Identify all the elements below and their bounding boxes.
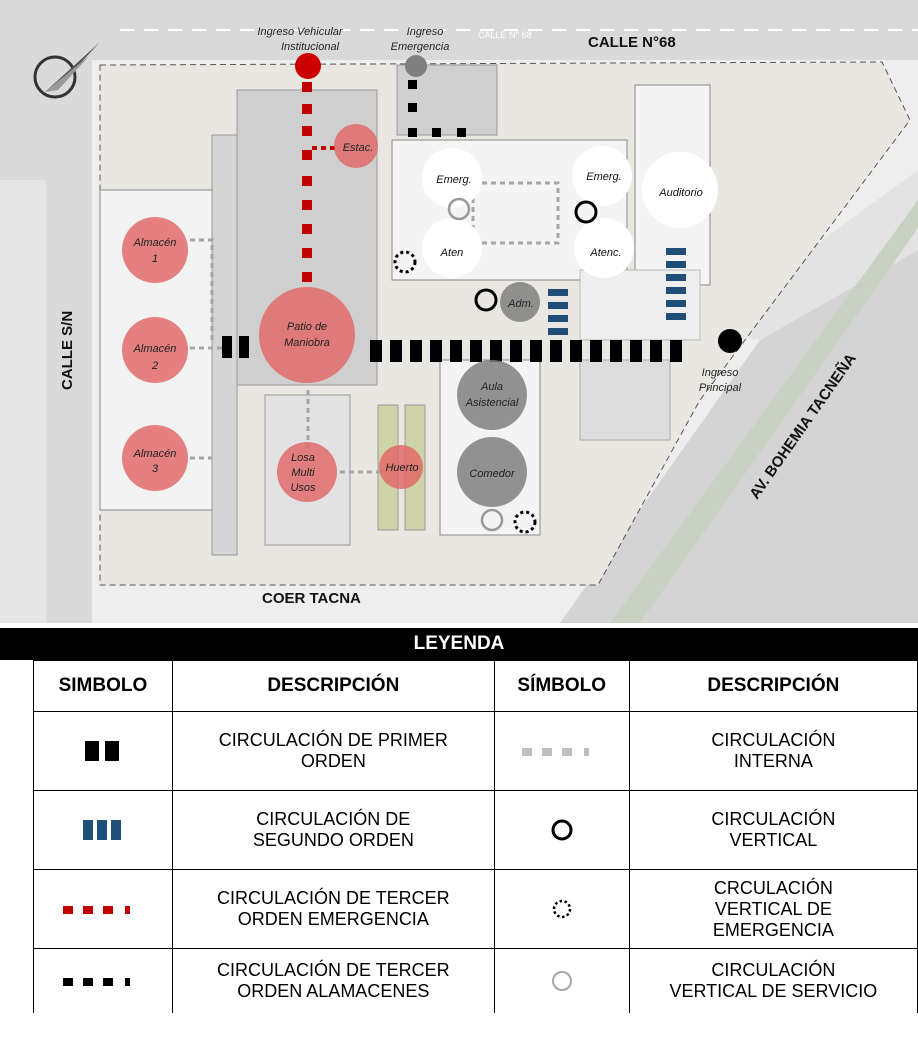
legend-desc: VERTICAL xyxy=(729,830,818,850)
legend-desc: CIRCULACIÓN DE TERCER xyxy=(216,888,450,908)
legend-desc: ORDEN xyxy=(300,751,366,771)
street-top-label: CALLE N°68 xyxy=(588,34,676,51)
internal-dashed-icon xyxy=(521,747,589,756)
vehicular-entry-marker xyxy=(295,53,321,79)
compass-icon xyxy=(33,42,100,99)
street-bottom-label: COER TACNA xyxy=(262,590,361,607)
main-entry-label-2: Principal xyxy=(699,382,742,394)
vehicular-entry-label-1: Ingreso Vehicular xyxy=(257,26,344,38)
vehicular-entry-label-2: Institucional xyxy=(281,41,340,53)
third-order-storage-icon xyxy=(62,977,130,986)
legend-header-description: DESCRIPCIÓN xyxy=(628,660,918,712)
legend-title: LEYENDA xyxy=(0,628,918,660)
estac-label: Estac. xyxy=(343,142,374,154)
emergency-circulation-icon xyxy=(513,510,537,534)
huerto-zone xyxy=(379,445,423,489)
internal-path-almacen1 xyxy=(190,238,214,340)
legend-desc: CRCULACIÓN xyxy=(713,877,833,898)
emergency-entry-label-1: Ingreso xyxy=(407,26,444,38)
legend: LEYENDA SIMBOLO DESCRIPCIÓN SÍMBOLO DESC… xyxy=(0,623,918,1041)
legend-header-symbol: SÍMBOLO xyxy=(493,660,630,712)
patio-label-1: Patio de xyxy=(287,321,327,333)
aula-zone xyxy=(457,360,527,430)
legend-table: SIMBOLO DESCRIPCIÓN SÍMBOLO DESCRIPCIÓN … xyxy=(33,660,918,1013)
main-entry-marker xyxy=(718,329,742,353)
legend-header-symbol: SIMBOLO xyxy=(33,660,173,712)
adm-label: Adm. xyxy=(507,298,534,310)
comedor-zone xyxy=(457,437,527,507)
third-order-emergency-icon xyxy=(62,905,130,914)
legend-desc: CIRCULACIÓN xyxy=(711,809,836,829)
legend-desc: CIRCULACIÓN xyxy=(711,960,836,980)
legend-desc: VERTICAL DE xyxy=(714,898,832,919)
legend-desc: VERTICAL DE SERVICIO xyxy=(669,981,878,1001)
aula-label-2: Asistencial xyxy=(465,397,519,409)
patio-label-2: Maniobra xyxy=(284,337,330,349)
legend-desc: INTERNA xyxy=(733,751,813,771)
internal-path-emerg xyxy=(471,181,560,245)
losa-multiusos-zone xyxy=(277,442,337,502)
legend-desc: ORDEN ALAMACENES xyxy=(237,981,430,1001)
street-left-label: CALLE S/N xyxy=(59,311,76,390)
emerg-left-label: Emerg. xyxy=(436,174,471,186)
emerg-right-zone xyxy=(572,146,632,206)
almacen-2-label: Almacén xyxy=(133,343,177,355)
legend-header-row: SIMBOLO DESCRIPCIÓN SÍMBOLO DESCRIPCIÓN xyxy=(33,660,918,712)
service-circle-icon xyxy=(551,971,572,991)
first-order-icon xyxy=(84,741,119,761)
vertical-circulation-icon xyxy=(574,200,598,224)
second-order-icon xyxy=(82,820,121,840)
huerto-label: Huerto xyxy=(385,462,418,474)
losa-label-3: Usos xyxy=(290,482,316,494)
legend-desc: CIRCULACIÓN DE PRIMER xyxy=(218,730,448,750)
avenue-median xyxy=(610,200,918,623)
main-entry-label-1: Ingreso xyxy=(702,367,739,379)
legend-desc: EMERGENCIA xyxy=(712,919,834,940)
emergency-entry-label-2: Emergencia xyxy=(391,41,450,53)
legend-desc: CIRCULACIÓN DE TERCER xyxy=(216,960,450,980)
losa-label-2: Multi xyxy=(291,467,315,479)
almacen-3-number: 3 xyxy=(152,463,159,475)
aula-label-1: Aula xyxy=(480,381,503,393)
legend-desc: ORDEN EMERGENCIA xyxy=(237,909,429,929)
legend-desc: SEGUNDO ORDEN xyxy=(252,830,414,850)
patio-maniobra-zone xyxy=(259,287,355,383)
losa-label-1: Losa xyxy=(291,452,315,464)
atenc-label: Atenc. xyxy=(589,247,621,259)
vertical-circulation-icon xyxy=(474,288,498,312)
legend-desc: CIRCULACIÓN DE xyxy=(256,809,411,829)
comedor-label: Comedor xyxy=(469,468,516,480)
almacen-1-label: Almacén xyxy=(133,237,177,249)
aten-label: Aten xyxy=(440,247,464,259)
aten-zone xyxy=(422,218,482,278)
emerg-left-zone xyxy=(422,148,482,208)
almacen-3-label: Almacén xyxy=(133,448,177,460)
adm-zone xyxy=(500,282,540,322)
dotted-circle-icon xyxy=(552,899,571,919)
estac-zone xyxy=(334,124,378,168)
vertical-circle-icon xyxy=(551,819,573,841)
emergency-circulation-icon xyxy=(393,250,417,274)
emerg-right-label: Emerg. xyxy=(586,171,621,183)
atenc-zone xyxy=(574,218,634,278)
service-circulation-icon xyxy=(480,508,504,532)
almacen-3-zone xyxy=(122,425,188,491)
service-circulation-icon xyxy=(447,197,471,221)
auditorio-label: Auditorio xyxy=(658,187,702,199)
almacen-1-zone xyxy=(122,217,188,283)
legend-header-description: DESCRIPCIÓN xyxy=(171,660,495,712)
site-plan-map: Almacén 1 Almacén 2 Almacén 3 Patio de M… xyxy=(0,0,918,623)
legend-desc: CIRCULACIÓN xyxy=(711,730,836,750)
auditorio-zone xyxy=(642,152,718,228)
almacen-2-zone xyxy=(122,317,188,383)
emergency-entry-marker xyxy=(405,55,427,77)
almacen-1-number: 1 xyxy=(152,253,158,265)
almacen-2-number: 2 xyxy=(151,360,158,372)
street-top-faded-label: CALLE N° 68 xyxy=(478,30,532,40)
